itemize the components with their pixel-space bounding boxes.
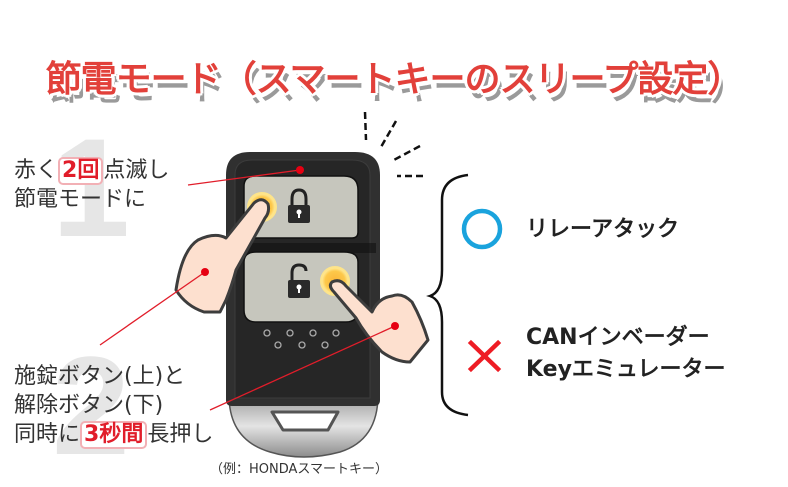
step-number-1: 1 [52,109,130,266]
step1-suffix: 点滅し [103,158,170,183]
right-hand-pointer [328,279,430,364]
step2-line2: 解除ボタン(下) [14,393,164,418]
blink-sparkle-icon [363,111,423,178]
example-caption: （例：HONDAスマートキー） [210,462,389,477]
result-relay-attack: リレーアタック [526,217,680,242]
curly-brace [426,173,469,417]
key-bottom-silver [228,394,379,458]
step1-line2: 節電モードに [14,187,147,212]
unlock-button [243,251,359,323]
cross-icon [467,339,502,373]
result-line2: Keyエミュレーター [526,357,726,382]
speaker-holes [263,329,340,349]
step-number-2: 2 [52,327,130,484]
step1-highlight: 2回 [58,157,104,185]
callout-lines [99,169,396,411]
step2-prefix: 同時に [14,422,81,447]
step1-prefix: 赤く [14,158,59,183]
step2-suffix: 長押し [147,422,214,447]
lock-closed-icon [288,188,310,223]
step2-line1: 施錠ボタン(上)と [14,364,186,389]
left-hand-pointer [174,198,271,314]
step2-highlight: 3秒間 [80,421,148,449]
result-can-invader: CANインベーダー Keyエミュレーター [526,322,725,386]
circle-icon [461,208,503,250]
callout-dots [201,166,399,330]
lock-open-icon [288,263,310,298]
result-line1: CANインベーダー [526,325,710,350]
page-title: 節電モード（スマートキーのスリープ設定） [45,59,744,100]
